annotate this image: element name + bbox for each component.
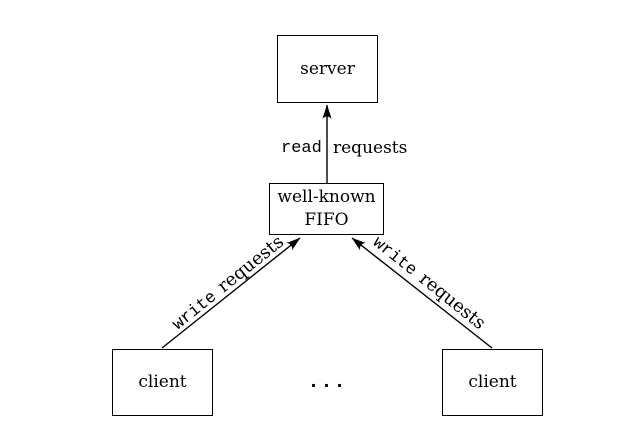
read-requests-label-noun: requests <box>333 138 408 158</box>
write-requests-arrow-right <box>351 237 493 349</box>
node-client-right: client <box>442 349 543 416</box>
node-client-left: client <box>112 349 213 416</box>
client-left-label: client <box>138 372 187 393</box>
fifo-label-line2: FIFO <box>304 210 349 230</box>
node-server: server <box>277 35 378 103</box>
client-right-label: client <box>468 372 517 393</box>
more-clients-ellipsis: ... <box>307 371 347 394</box>
write-requests-arrow-left <box>161 237 301 349</box>
fifo-label-line1: well-known <box>277 187 376 208</box>
server-label: server <box>300 58 355 79</box>
read-requests-label-verb: read <box>281 139 322 158</box>
node-well-known-fifo: well-known FIFO <box>269 183 384 235</box>
